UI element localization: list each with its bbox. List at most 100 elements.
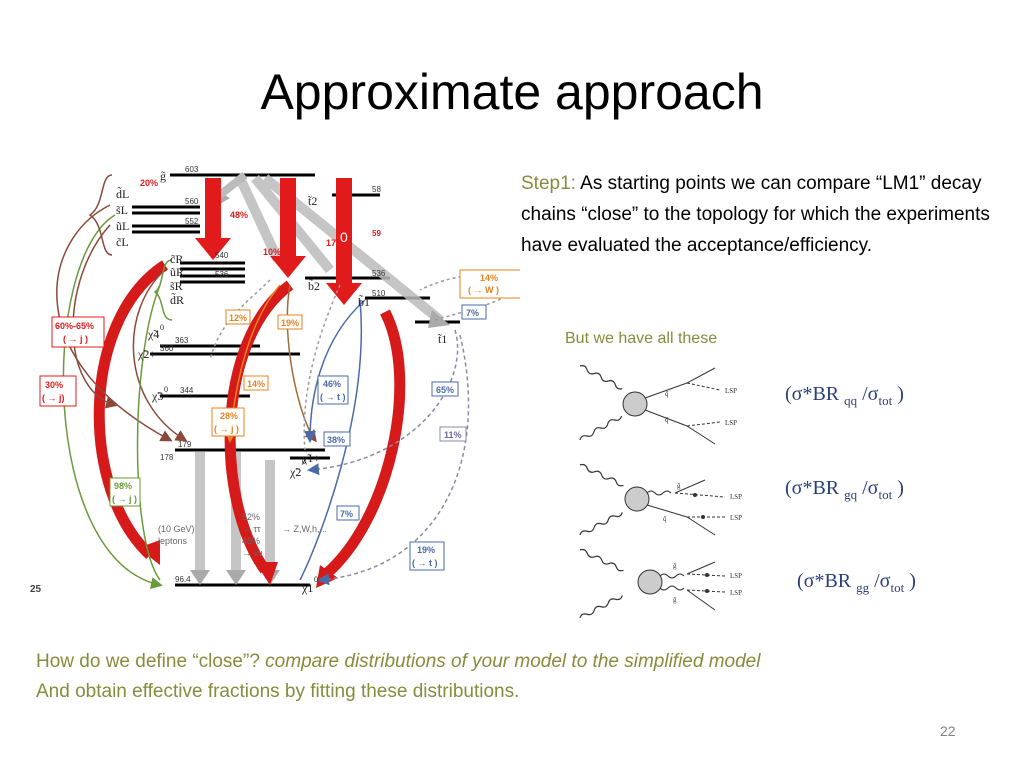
step-body: As starting points we can compare “LM1” … (521, 173, 990, 256)
step-paragraph: Step1: As starting points we can compare… (521, 168, 1016, 261)
pct-label: ( → j) (42, 393, 65, 403)
pct-label: ( → j ) (214, 424, 239, 434)
particle-label: χ̃1 (301, 581, 313, 595)
pct-label: ( → t ) (412, 558, 438, 568)
page-number: 22 (940, 723, 956, 739)
pct-label: 28% (220, 411, 238, 421)
feynman-label: g̃ (673, 562, 677, 570)
pct-label: leptons (158, 536, 188, 546)
pct-label: 12% (229, 313, 247, 323)
particle-label: d̃R (170, 292, 184, 307)
particle-label: b̃1 (358, 294, 370, 309)
red-vertical-arrows (195, 178, 362, 305)
mass-label: 540 (215, 251, 229, 260)
particle-label: g̃ (160, 169, 166, 183)
particle-label: 0 (160, 323, 164, 332)
particle-label: c̃L (116, 235, 129, 249)
particle-label: c̃R (170, 252, 183, 266)
pct-label: → Z,W,h,... (282, 524, 327, 534)
slide-title: Approximate approach (260, 64, 764, 120)
mass-label: 360 (160, 344, 174, 353)
particle-label: χ̃2 (289, 465, 301, 479)
decay-chain-diagram: 603 58 560 552 540 536 536 510 363 360 3… (39, 165, 520, 595)
pct-label: → ττ (242, 524, 261, 534)
feynman-label: LSP (725, 387, 737, 395)
mass-label: 179 (178, 440, 192, 449)
pct-label: 60%-65% (55, 321, 94, 331)
pct-label: 7% (466, 308, 479, 318)
particle-label: χ̃4 (147, 327, 159, 341)
mass-label: 96.4 (175, 575, 191, 584)
pct-label: 20% (140, 178, 158, 188)
pct-label: 17 (326, 238, 336, 248)
pct-label: 14% (247, 379, 265, 389)
pct-label: 10% (263, 247, 281, 257)
pct-label: → νν (242, 548, 263, 558)
particle-label: χ̃1+ (301, 451, 320, 465)
mass-label: 536 (215, 270, 229, 279)
pct-label: 19% (281, 318, 299, 328)
pct-label: ( → t ) (320, 392, 346, 402)
mass-label: 552 (185, 217, 199, 226)
bottom-text: How do we define “close”? compare distri… (36, 647, 996, 707)
ratio-qq: (σ*BR qq /σtot ) (785, 383, 904, 408)
pct-label: 7% (340, 509, 353, 519)
mass-label: 363 (175, 336, 189, 345)
particle-label: d̃L (116, 186, 129, 201)
mass-label: 59 (372, 229, 381, 238)
particle-label: b̃2 (308, 278, 320, 293)
particle-label: χ̃3 (151, 389, 163, 403)
mass-label: 58 (372, 185, 381, 194)
particle-label: 0 (314, 575, 318, 584)
pct-label: 48% (230, 210, 248, 220)
mass-label: 603 (185, 165, 199, 174)
feynman-diagram-gg: LSP LSP g̃ g̃ (579, 548, 742, 619)
bottom-line-1: How do we define “close”? compare distri… (36, 651, 761, 672)
particle-label: s̃R (170, 279, 183, 293)
pct-label: 46% (242, 536, 260, 546)
feynman-label: q̃ (665, 390, 669, 398)
pct-label: 30% (45, 380, 63, 390)
pct-label: 11% (444, 430, 462, 440)
pct-label: 52% (242, 512, 260, 522)
diagram-corner-number: 25 (30, 584, 42, 595)
pct-label: 14% (480, 273, 498, 283)
pct-label: (10 GeV) (158, 524, 195, 534)
feynman-label: LSP (730, 493, 742, 501)
ratio-gg: (σ*BR gg /σtot ) (797, 570, 916, 595)
feynman-label: g̃ (673, 596, 677, 604)
particle-label: χ̃2+ (137, 347, 156, 361)
bottom-line-2: And obtain effective fractions by fittin… (36, 681, 520, 702)
particle-label: ũR (170, 265, 184, 279)
pct-label: 19% (417, 545, 435, 555)
feynman-label: g̃ (677, 482, 681, 490)
pct-label: 0 (340, 229, 348, 245)
step-label: Step1: (521, 173, 576, 194)
particle-label: t̃2 (308, 194, 318, 208)
pct-label: ( → j ) (112, 494, 137, 504)
particle-label: 0 (302, 457, 306, 466)
pct-label: 38% (327, 435, 345, 445)
particle-label: 0 (164, 385, 168, 394)
feynman-label: LSP (730, 589, 742, 597)
pct-label: ( → j ) (63, 334, 88, 344)
feynman-label: q̃ (663, 515, 667, 523)
mass-label: 344 (180, 386, 194, 395)
but-we-have-label: But we have all these (565, 330, 718, 347)
feynman-label: q̃ (665, 416, 669, 424)
particle-label: ũL (116, 219, 129, 233)
particle-label: s̃L (116, 203, 128, 217)
mass-label: 178 (160, 453, 174, 462)
particle-label: t̃1 (438, 332, 448, 346)
feynman-diagram-qq: LSP LSP q̃ q̃ (579, 365, 737, 445)
pct-label: ( → W ) (468, 285, 499, 295)
pct-label: 98% (114, 481, 132, 491)
feynman-label: LSP (725, 419, 737, 427)
mass-label: 536 (372, 269, 386, 278)
feynman-label: LSP (730, 572, 742, 580)
pct-label: 65% (436, 385, 454, 395)
feynman-diagram-gq: LSP LSP g̃ q̃ (579, 463, 742, 536)
mass-label: 510 (372, 289, 386, 298)
pct-label: 46% (323, 379, 341, 389)
feynman-label: LSP (730, 514, 742, 522)
